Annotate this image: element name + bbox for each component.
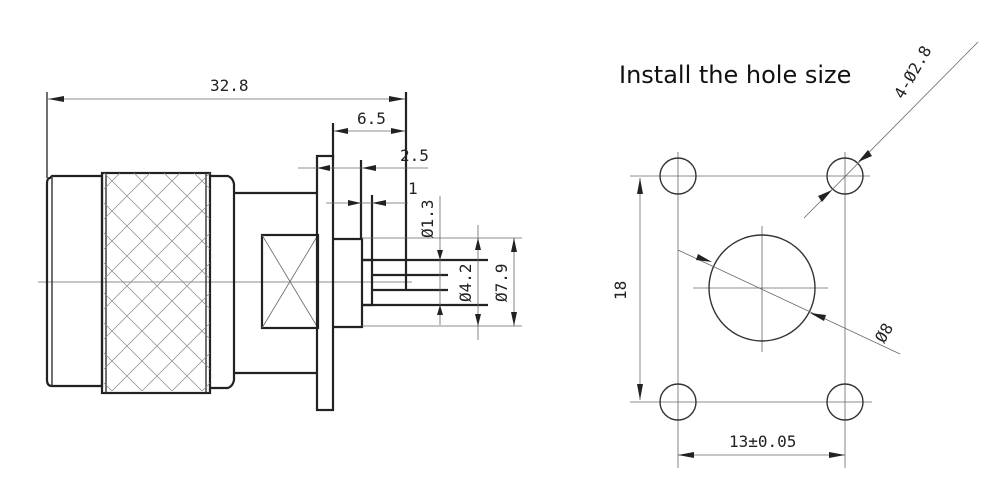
nut-front	[45, 174, 104, 388]
arrow-head	[389, 96, 405, 102]
dim-horizontal-spacing: 13±0.05	[729, 432, 796, 451]
arrow-head	[334, 128, 348, 134]
dim-vertical-spacing: 18	[611, 281, 630, 300]
mount-hole-top-left	[659, 157, 697, 195]
mounting-title: Install the hole size	[619, 61, 851, 89]
knurl-line	[104, 173, 151, 220]
dim-flange-step: 2.5	[400, 146, 429, 165]
dim-overall-length: 32.8	[210, 76, 249, 95]
arrow-head	[475, 238, 481, 250]
arrow-head	[511, 238, 517, 252]
arrow-head	[362, 165, 376, 171]
arrow-head	[678, 452, 694, 458]
flange	[315, 154, 335, 412]
mounting-hole-view: Install the hole size 4-Ø2.8 Ø8 18 13±0.…	[611, 41, 979, 468]
connector-side-view: 32.8 6.5 2.5 1 Ø1.3 Ø4.2 Ø7.9	[38, 53, 522, 412]
dim-step-small: 1	[408, 179, 418, 198]
dim-flange-to-end: 6.5	[357, 109, 386, 128]
knurl-line	[201, 382, 210, 391]
arrow-head	[437, 305, 443, 315]
knurl-line	[171, 352, 210, 391]
knurl-line	[163, 173, 210, 220]
arrow-head	[810, 313, 826, 321]
arrow-head	[829, 452, 845, 458]
center-hole	[708, 234, 816, 342]
knurl-line	[104, 262, 210, 370]
hex-diagonal	[261, 234, 319, 329]
arrow-head	[475, 314, 481, 326]
knurl-line	[104, 173, 181, 250]
knurl-line	[104, 202, 210, 310]
dim-outer-diameter: Ø7.9	[492, 263, 511, 302]
knurled-nut	[100, 171, 212, 395]
rear-step	[333, 237, 364, 329]
knurl-line	[104, 232, 210, 340]
knurl-line	[104, 53, 210, 159]
knurl-line	[104, 53, 210, 159]
arrow-head	[696, 254, 712, 262]
mount-hole-top-right	[826, 157, 864, 195]
arrow-head	[511, 312, 517, 326]
knurl-pattern	[104, 53, 210, 391]
knurl-line	[104, 352, 143, 391]
arrow-head	[637, 384, 643, 400]
arrow-head	[818, 190, 832, 202]
nut-rear-ring	[210, 174, 236, 390]
knurl-line	[111, 292, 210, 391]
insulator	[362, 258, 374, 307]
mount-hole-bottom-left	[659, 383, 697, 421]
mount-hole-bottom-right	[826, 383, 864, 421]
arrow-head	[317, 165, 330, 171]
arrow-head	[858, 150, 872, 162]
arrow-head	[372, 200, 386, 206]
dim-pin-diameter: Ø1.3	[418, 199, 437, 238]
dim-insulator-diameter: Ø4.2	[456, 263, 475, 302]
knurl-line	[104, 382, 113, 391]
arrow-head	[437, 250, 443, 260]
knurl-line	[104, 173, 210, 280]
leader-line-holes	[803, 41, 979, 219]
leader-line-center-hole	[677, 249, 901, 355]
arrow-head	[348, 200, 361, 206]
dim-hole-count-diameter: 4-Ø2.8	[890, 42, 935, 102]
arrow-head	[391, 128, 405, 134]
knurl-line	[141, 322, 210, 391]
arrow-head	[637, 178, 643, 194]
arrow-head	[48, 96, 64, 102]
